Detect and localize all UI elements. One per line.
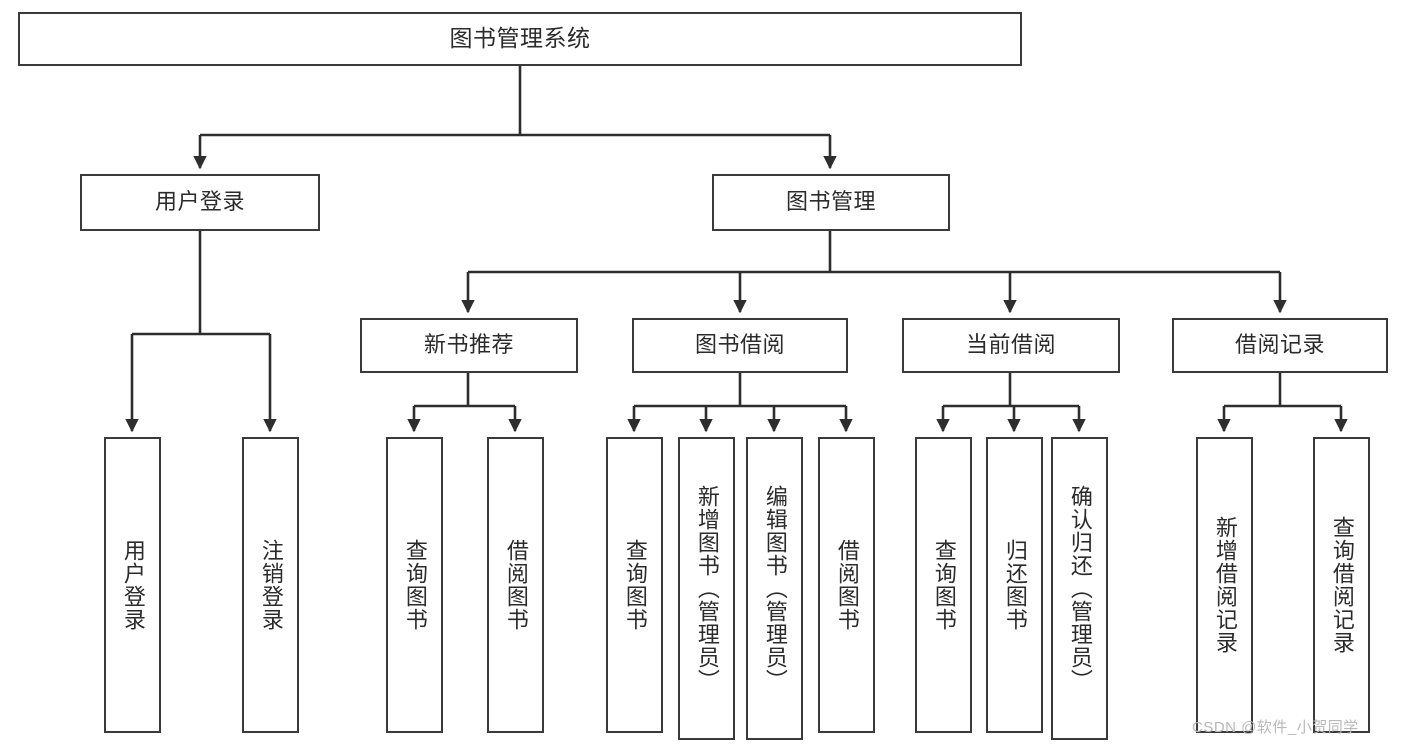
node-current-borrow[interactable]: 当前借阅: [902, 318, 1120, 373]
node-leaf-confirm-return-admin[interactable]: 确认归还（管理员）: [1051, 437, 1108, 740]
node-leaf-query-book-2[interactable]: 查询图书: [606, 437, 663, 733]
node-leaf-edit-book-admin[interactable]: 编辑图书（管理员）: [746, 437, 803, 740]
node-leaf-user-login[interactable]: 用户登录: [104, 437, 161, 733]
watermark: CSDN @软件_小贺同学: [1192, 719, 1359, 736]
node-leaf-query-borrow-record[interactable]: 查询借阅记录: [1313, 437, 1370, 733]
node-book-manage[interactable]: 图书管理: [712, 174, 950, 231]
node-leaf-borrow-book-2[interactable]: 借阅图书: [818, 437, 875, 733]
node-book-borrow[interactable]: 图书借阅: [632, 318, 848, 373]
node-leaf-add-borrow-record[interactable]: 新增借阅记录: [1196, 437, 1253, 733]
node-leaf-return-book[interactable]: 归还图书: [986, 437, 1043, 733]
node-leaf-query-book-1[interactable]: 查询图书: [386, 437, 443, 733]
node-borrow-record[interactable]: 借阅记录: [1172, 318, 1388, 373]
node-leaf-user-logout[interactable]: 注销登录: [242, 437, 299, 733]
node-user-login[interactable]: 用户登录: [80, 174, 320, 231]
node-leaf-add-book-admin[interactable]: 新增图书（管理员）: [678, 437, 735, 740]
node-leaf-query-book-3[interactable]: 查询图书: [915, 437, 972, 733]
node-new-book-recommend[interactable]: 新书推荐: [360, 318, 578, 373]
node-root[interactable]: 图书管理系统: [18, 12, 1022, 66]
node-leaf-borrow-book-1[interactable]: 借阅图书: [487, 437, 544, 733]
